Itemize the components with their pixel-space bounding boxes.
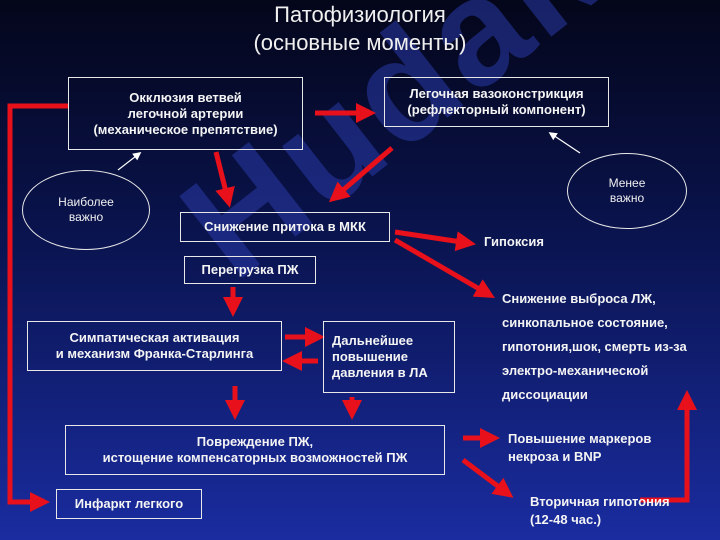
node-pressure-la: Дальнейшее повышение давления в ЛА — [323, 321, 455, 393]
arrow-vaso-to-flow — [328, 146, 394, 203]
node-vasoconstriction-line-1: Легочная вазоконстрикция — [409, 86, 584, 101]
ellipse-less-important-line-2: важно — [609, 191, 645, 205]
node-rv-damage-line-2: истощение компенсаторных возможностей ПЖ — [102, 450, 408, 465]
node-lv-output-line-4: электро-механической — [502, 363, 649, 378]
node-necrosis-markers: Повышение маркеров некроза и BNP — [508, 430, 651, 466]
ellipse-most-important: Наиболее важно — [22, 170, 150, 250]
arrow-hypotension-to-lv-output — [640, 390, 697, 503]
node-secondary-hypotension-line-1: Вторичная гипотония — [530, 494, 670, 509]
node-rv-overload-label: Перегрузка ПЖ — [201, 262, 299, 277]
node-necrosis-markers-line-1: Повышение маркеров — [508, 431, 652, 446]
title-line-2: (основные моменты) — [253, 30, 467, 55]
node-pressure-la-line-2: повышение — [332, 349, 409, 364]
arrow-flow-to-lv-output — [393, 237, 495, 299]
ellipse-most-important-line-1: Наиболее — [58, 195, 114, 209]
pointer-most-important — [117, 151, 142, 171]
node-pressure-la-line-3: давления в ЛА — [332, 365, 428, 380]
node-occlusion-line-2: легочной артерии — [127, 105, 244, 121]
title-line-1: Патофизиология — [274, 2, 446, 27]
node-necrosis-markers-line-2: некроза и BNP — [508, 449, 602, 464]
node-secondary-hypotension-line-2: (12-48 час.) — [530, 512, 602, 527]
node-lv-output: Снижение выброса ЛЖ, синкопальное состоя… — [502, 287, 687, 407]
pointer-less-important — [548, 132, 581, 154]
node-reduced-flow-label: Снижение притока в МКК — [204, 219, 366, 234]
ellipse-most-important-line-2: важно — [68, 210, 104, 224]
node-pressure-la-line-1: Дальнейшее — [332, 333, 414, 348]
node-lv-output-line-2: синкопальное состояние, — [502, 315, 668, 330]
node-secondary-hypotension: Вторичная гипотония (12-48 час.) — [530, 493, 670, 529]
arrow-occlusion-to-infarction — [7, 103, 68, 512]
node-vasoconstriction-line-2: (рефлекторный компонент) — [407, 102, 586, 117]
node-occlusion-line-1: Окклюзия ветвей — [129, 89, 242, 105]
node-lung-infarction: Инфаркт легкого — [56, 489, 202, 519]
node-lv-output-line-1: Снижение выброса ЛЖ, — [502, 291, 656, 306]
node-vasoconstriction: Легочная вазоконстрикция (рефлекторный к… — [384, 77, 609, 127]
ellipse-less-important-line-1: Менее — [608, 176, 646, 190]
node-occlusion: Окклюзия ветвей легочной артерии (механи… — [68, 77, 303, 150]
node-rv-damage-line-1: Повреждение ПЖ, — [196, 434, 314, 449]
arrow-flow-to-hypoxia — [394, 229, 476, 252]
node-sympathetic-line-2: и механизм Франка-Старлинга — [55, 346, 254, 361]
node-lv-output-line-3: гипотония,шок, смерть из-за — [502, 339, 687, 354]
arrow-occlusion-to-flow — [213, 151, 235, 208]
node-lv-output-line-5: диссоциации — [502, 387, 588, 402]
node-rv-overload: Перегрузка ПЖ — [184, 256, 316, 284]
node-sympathetic: Симпатическая активация и механизм Франк… — [27, 321, 282, 371]
node-hypoxia: Гипоксия — [484, 234, 544, 249]
arrow-damage-to-hypotension — [461, 458, 514, 498]
node-sympathetic-line-1: Симпатическая активация — [69, 330, 240, 345]
node-occlusion-line-3: (механическое препятствие) — [93, 121, 278, 137]
node-rv-damage: Повреждение ПЖ, истощение компенсаторных… — [65, 425, 445, 475]
node-reduced-flow: Снижение притока в МКК — [180, 212, 390, 242]
node-lung-infarction-label: Инфаркт легкого — [74, 496, 184, 511]
ellipse-less-important: Менее важно — [567, 153, 687, 229]
